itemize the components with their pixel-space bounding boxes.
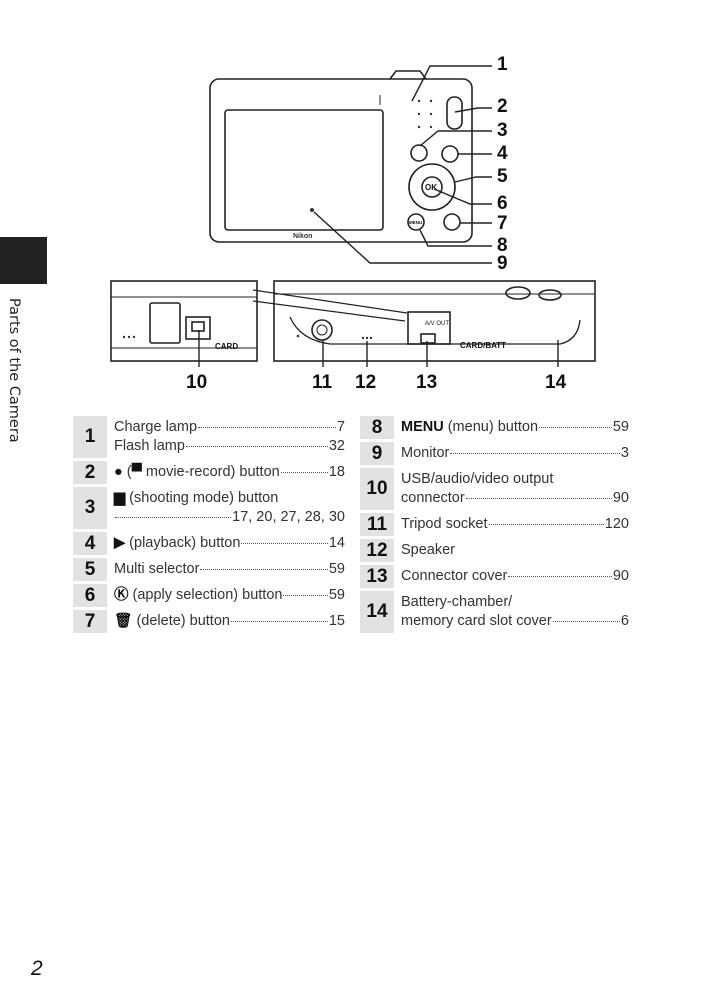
camera-illustration: Nikon OK MENU A/V OUT CARD CARD/BATT — [110, 65, 596, 367]
callout-8: 8 — [497, 235, 508, 256]
ok-icon: Ⓚ — [114, 586, 129, 603]
callout-7: 7 — [497, 213, 508, 234]
callout-1: 1 — [497, 54, 508, 75]
callout-5: 5 — [497, 166, 508, 187]
callout-13: 13 — [416, 372, 438, 393]
callout-14: 14 — [545, 372, 567, 393]
movie-record-button — [446, 96, 463, 130]
part-number: 12 — [360, 539, 394, 562]
av-out-label: A/V OUT — [425, 321, 449, 327]
callout-11: 11 — [312, 372, 333, 393]
part-number: 4 — [73, 532, 107, 555]
callout-6: 6 — [497, 193, 508, 214]
callout-9: 9 — [497, 253, 508, 274]
tripod-socket — [311, 319, 333, 341]
card-batt-label: CARD/BATT — [460, 341, 506, 350]
brand-logo: Nikon — [293, 233, 312, 240]
part-number: 13 — [360, 565, 394, 588]
part-number: 9 — [360, 442, 394, 465]
part-number: 11 — [360, 513, 394, 536]
trash-icon: 🗑 — [114, 612, 133, 629]
part-number: 14 — [360, 591, 394, 633]
menu-label: MENU — [409, 220, 422, 225]
ok-button — [421, 176, 443, 198]
part-number: 7 — [73, 610, 107, 633]
ok-label: OK — [425, 183, 437, 192]
card-label: CARD — [215, 342, 238, 351]
part-number: 5 — [73, 558, 107, 581]
shutter-button-top — [389, 70, 427, 80]
callout-4: 4 — [497, 143, 508, 164]
movie-camera-icon: ▀ — [131, 463, 142, 480]
delete-button — [443, 213, 461, 231]
record-dot-icon: ● — [114, 463, 123, 480]
shooting-mode-button — [410, 144, 428, 162]
playback-icon: ▶ — [114, 534, 126, 551]
menu-icon: MENU — [401, 418, 444, 435]
part-number: 6 — [73, 584, 107, 607]
camera-icon: ▆ — [114, 489, 126, 506]
part-number: 1 — [73, 416, 107, 458]
camera-body-back — [209, 78, 473, 243]
page-number: 2 — [31, 957, 43, 980]
part-number: 8 — [360, 416, 394, 439]
part-number: 3 — [73, 487, 107, 529]
table-row: 12 Speaker — [360, 539, 631, 562]
callout-2: 2 — [497, 96, 508, 117]
bottom-view-box — [273, 280, 596, 362]
callout-12: 12 — [355, 372, 377, 393]
callout-10: 10 — [186, 372, 208, 393]
multi-selector — [408, 163, 456, 211]
table-row: 14 Battery-chamber/ memory card slot cov… — [360, 591, 631, 633]
bottom-view-detail-box — [110, 280, 258, 362]
section-tab-marker — [0, 237, 47, 284]
monitor-screen — [224, 109, 384, 231]
playback-button — [441, 145, 459, 163]
table-row: 3 ▆ (shooting mode) button 17, 20, 27, 2… — [73, 487, 347, 529]
part-number: 2 — [73, 461, 107, 484]
part-number: 10 — [360, 468, 394, 510]
callout-3: 3 — [497, 120, 508, 141]
menu-button — [407, 213, 425, 231]
